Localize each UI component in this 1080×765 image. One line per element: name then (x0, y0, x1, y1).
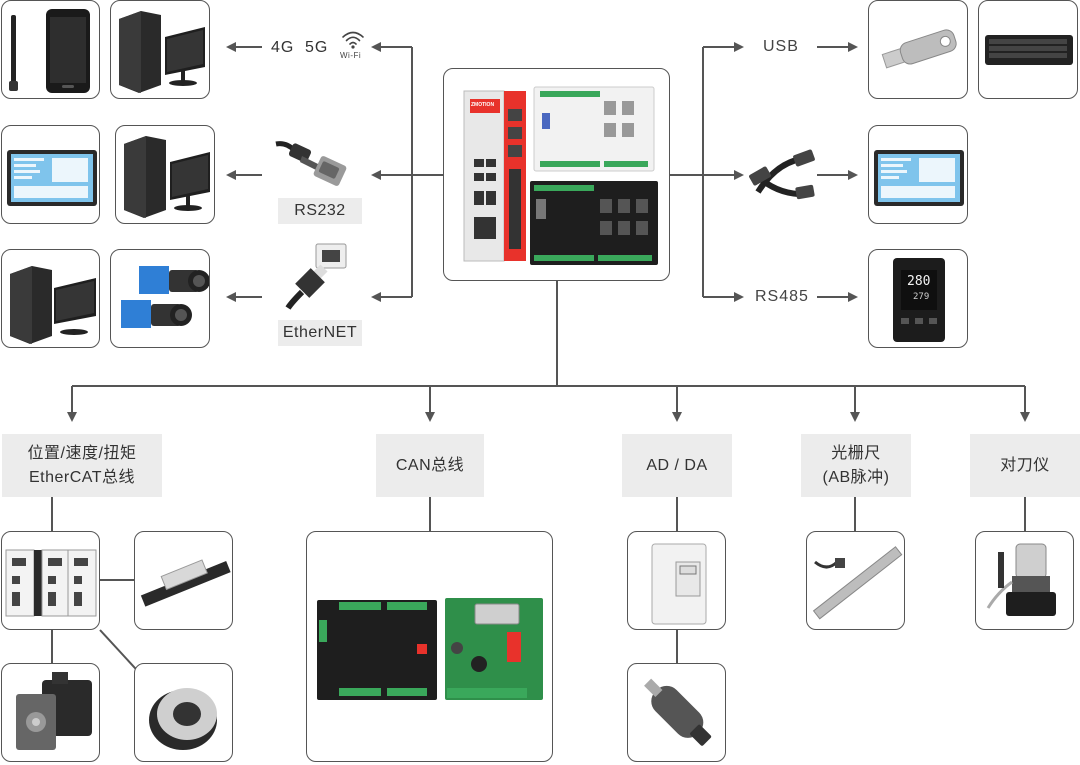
inverter-icon (651, 543, 707, 625)
keyboard-box (978, 0, 1078, 99)
wifi-label: Wi-Fi (340, 51, 362, 60)
camera-box (110, 249, 210, 348)
rs485-label: RS485 (755, 288, 809, 305)
pc-icon (10, 266, 96, 344)
ethernet-label: EtherNET (278, 320, 362, 346)
wireless-5g-label: 5G (305, 39, 329, 56)
bus-label-adda: AD / DA (622, 434, 732, 497)
can-modules-box (306, 531, 553, 762)
hmi-box-right (868, 125, 968, 224)
bus-label-ethercat: 位置/速度/扭矩 EtherCAT总线 (2, 434, 162, 497)
hmi-panel-icon (7, 150, 97, 206)
motion-controller-icon (463, 86, 658, 265)
pc-box-2 (115, 125, 215, 224)
tool-setter-icon (986, 543, 1056, 616)
rs232-cable-icon (275, 141, 347, 186)
spindle-box (627, 663, 726, 762)
controller-brand-text: ZMOTION (471, 102, 495, 108)
ddr-motor-box (134, 663, 233, 762)
servo-motor-box (1, 663, 100, 762)
servo-drive-box (1, 531, 100, 630)
phone-box (1, 0, 100, 99)
usb-drive-box (868, 0, 968, 99)
bus-label-tool-setter: 对刀仪 (970, 434, 1080, 497)
servo-motor-icon (16, 672, 92, 750)
pc-box-3 (1, 249, 100, 348)
pc-icon (119, 11, 205, 93)
servo-drive-icon (5, 549, 97, 617)
bus-label-can: CAN总线 (376, 434, 484, 497)
controller-box: ZMOTION (443, 68, 670, 281)
bus-label-grating: 光栅尺 (AB脉冲) (801, 434, 911, 497)
linear-motor-icon (140, 559, 231, 607)
pc-box-1 (110, 0, 210, 99)
temperature-controller-icon (893, 258, 945, 342)
usb-drive-icon (881, 29, 957, 69)
thermo-pv-value: 280 (907, 274, 931, 289)
hmi-box-left (1, 125, 100, 224)
spindle-motor-icon (644, 678, 712, 746)
ethernet-cable-icon (285, 243, 347, 310)
wireless-4g-label: 4G (271, 39, 295, 56)
grating-scale-box (806, 531, 905, 630)
linear-motor-box (134, 531, 233, 630)
wifi-icon (342, 31, 364, 49)
hdmi-cable-icon (749, 149, 815, 200)
can-io-modules-icon (317, 598, 543, 700)
hmi-panel-icon (874, 150, 964, 206)
thermo-sv-value: 279 (913, 292, 930, 302)
grating-scale-icon (812, 546, 903, 620)
usb-label: USB (763, 38, 799, 55)
phone-icon (9, 9, 90, 93)
inverter-box (627, 531, 726, 630)
rs232-label: RS232 (278, 198, 362, 224)
direct-drive-motor-icon (149, 688, 217, 750)
industrial-camera-icon (121, 266, 209, 328)
keyboard-icon (985, 35, 1073, 65)
thermo-controller-box: 280 279 (868, 249, 968, 348)
tool-setter-box (975, 531, 1074, 630)
pc-icon (124, 136, 210, 218)
